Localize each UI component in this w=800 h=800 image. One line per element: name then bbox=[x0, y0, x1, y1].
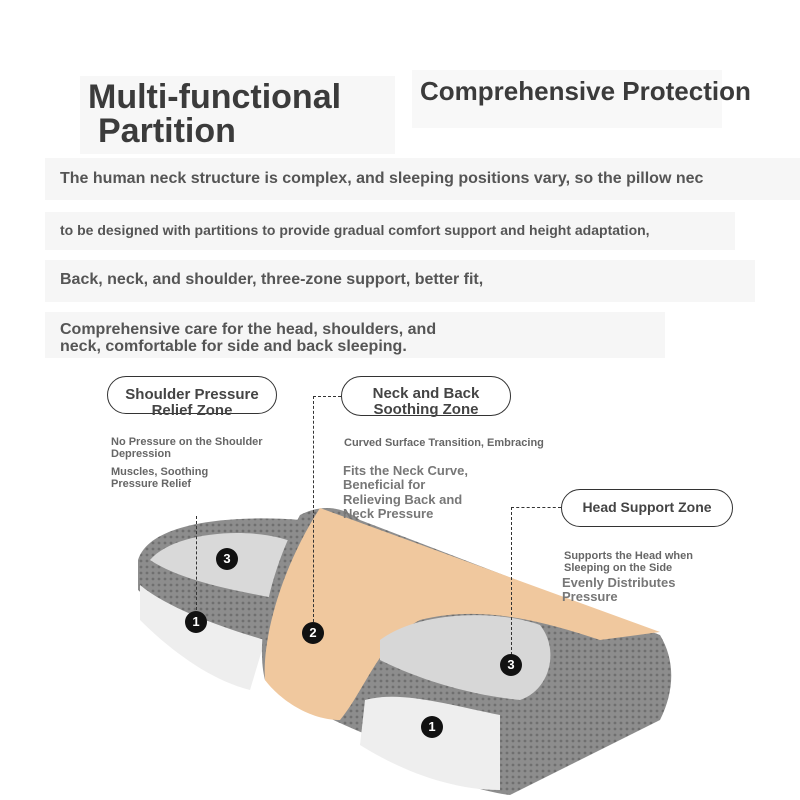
leader-neck bbox=[313, 396, 314, 622]
neck-desc-1: Curved Surface Transition, Embracing bbox=[344, 437, 544, 449]
head-zone-label: Head Support Zone bbox=[561, 489, 733, 527]
intro-line-1: The human neck structure is complex, and… bbox=[60, 170, 704, 187]
intro-band-2 bbox=[45, 212, 735, 250]
intro-band-1 bbox=[45, 158, 800, 200]
title-multi-functional: Multi-functional bbox=[88, 78, 342, 116]
head-desc-3: Evenly Distributes bbox=[562, 575, 676, 590]
pillow-front-lobe-top bbox=[380, 615, 551, 700]
neck-zone-label: Neck and Back Soothing Zone bbox=[341, 376, 511, 418]
shoulder-zone-title-1: Shoulder Pressure bbox=[125, 386, 259, 403]
neck-zone-title-2: Soothing Zone bbox=[373, 400, 479, 418]
marker-1-back: 1 bbox=[185, 611, 207, 633]
head-zone-title: Head Support Zone bbox=[582, 499, 712, 515]
leader-shoulder bbox=[196, 516, 197, 610]
neck-desc-2: Fits the Neck Curve, bbox=[343, 463, 468, 478]
pillow-front-lobe-side bbox=[360, 696, 500, 790]
marker-3-back: 3 bbox=[216, 548, 238, 570]
head-desc-2: Sleeping on the Side bbox=[564, 562, 673, 574]
marker-3-front: 3 bbox=[500, 654, 522, 676]
title-partition: Partition bbox=[98, 112, 236, 150]
shoulder-zone-label: Shoulder Pressure Relief Zone bbox=[107, 376, 277, 418]
leader-head-horizontal bbox=[511, 507, 561, 508]
pillow-neck-foam bbox=[264, 508, 660, 720]
leader-head bbox=[511, 507, 512, 655]
shoulder-desc-2: Depression bbox=[111, 448, 171, 460]
shoulder-desc-1: No Pressure on the Shoulder bbox=[111, 436, 263, 448]
leader-neck-horizontal bbox=[313, 396, 341, 397]
title-right-block: Comprehensive Protection bbox=[412, 70, 751, 128]
shoulder-zone-title-2: Relief Zone bbox=[151, 401, 233, 419]
intro-line-3: Back, neck, and shoulder, three-zone sup… bbox=[60, 271, 484, 288]
title-comprehensive-protection: Comprehensive Protection bbox=[420, 76, 751, 106]
intro-band-4 bbox=[45, 312, 665, 358]
shoulder-desc-3: Muscles, Soothing bbox=[111, 466, 209, 478]
marker-2-neck: 2 bbox=[302, 622, 324, 644]
intro-band-3 bbox=[45, 260, 755, 302]
neck-desc-4: Relieving Back and bbox=[343, 492, 463, 507]
neck-zone-title-1: Neck and Back bbox=[372, 385, 480, 402]
intro-line-2: to be designed with partitions to provid… bbox=[60, 222, 650, 238]
intro-line-4a: Comprehensive care for the head, shoulde… bbox=[60, 321, 437, 338]
neck-desc-3: Beneficial for bbox=[343, 477, 426, 492]
shoulder-desc-4: Pressure Relief bbox=[111, 478, 192, 490]
head-desc-1: Supports the Head when bbox=[564, 550, 693, 562]
title-left-block: Multi-functional Partition bbox=[80, 76, 395, 154]
pillow-back-lobe-side bbox=[140, 585, 265, 690]
neck-desc-5: Neck Pressure bbox=[343, 506, 434, 521]
marker-1-front: 1 bbox=[421, 716, 443, 738]
head-desc-4: Pressure bbox=[562, 589, 618, 604]
intro-line-4b: neck, comfortable for side and back slee… bbox=[60, 338, 407, 355]
